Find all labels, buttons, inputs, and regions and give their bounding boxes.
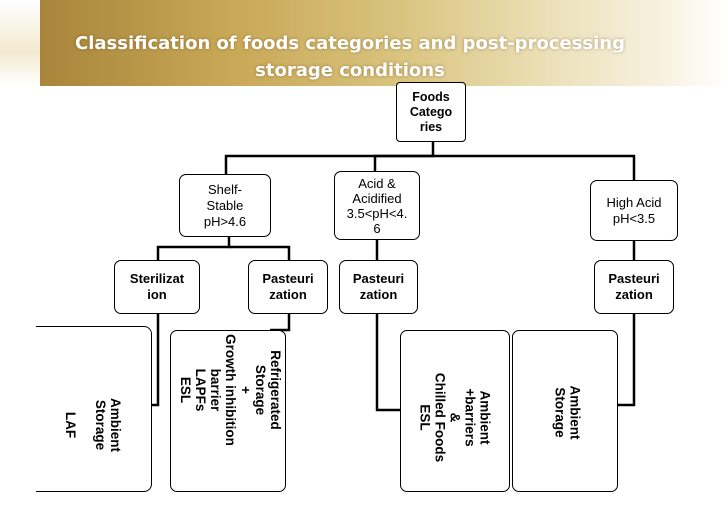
storage-refrigerated-label: Refrigerated Storage + Growth inhibition… [178,334,283,446]
storage-ambient-label: Ambient Storage [552,385,583,440]
root-label: Foods Catego ries [409,89,453,134]
connector-pasteur3-storage [618,314,636,407]
slide-title: Classification of foods categories and p… [70,30,630,84]
process-pasteurization-1-label: Pasteuri zation [262,271,314,302]
title-banner [40,0,728,86]
banner-left-edge [0,0,40,86]
connector-shelf-pasteur [229,245,291,260]
process-sterilization-box: Sterilizat ion [114,260,200,314]
storage-ambient-chilled-label: Ambient +barriers & Chilled Foods ESL [417,372,493,463]
process-pasteurization-3-label: Pasteuri zation [608,271,660,302]
connector-shelf-processes [156,237,231,260]
category-acid-label: Acid & Acidified 3.5<pH<4. 6 [346,175,408,236]
storage-ambient-laf-box [36,326,152,492]
category-high-acid-box: High Acid pH<3.5 [590,180,678,241]
process-sterilization-label: Sterilizat ion [129,271,185,302]
title-line-2: storage conditions [255,60,445,81]
title-line-1: Classification of foods categories and p… [75,33,625,54]
connector-root-highacid [433,154,636,180]
connector-pasteur2-storage [375,314,400,412]
root-box: Foods Catego ries [396,82,466,142]
connector-root-acid-branch [373,154,433,171]
storage-ambient-chilled-box [400,330,510,492]
category-shelf-stable-box: Shelf- Stable pH>4.6 [179,174,271,237]
storage-ambient-box [512,330,618,492]
storage-ambient-laf-label: Ambient Storage LAF [63,398,123,452]
process-pasteurization-3-box: Pasteuri zation [594,260,674,314]
connector-sterilization-storage [152,314,160,407]
process-pasteurization-2-label: Pasteuri zation [352,271,405,302]
process-pasteurization-2-box: Pasteuri zation [339,260,418,314]
category-acid-box: Acid & Acidified 3.5<pH<4. 6 [334,171,420,240]
connector-root-categories [224,142,435,176]
storage-refrigerated-box [170,330,286,492]
category-shelf-stable-label: Shelf- Stable pH>4.6 [203,181,247,229]
process-pasteurization-1-box: Pasteuri zation [248,260,328,314]
category-high-acid-label: High Acid pH<3.5 [606,194,662,226]
